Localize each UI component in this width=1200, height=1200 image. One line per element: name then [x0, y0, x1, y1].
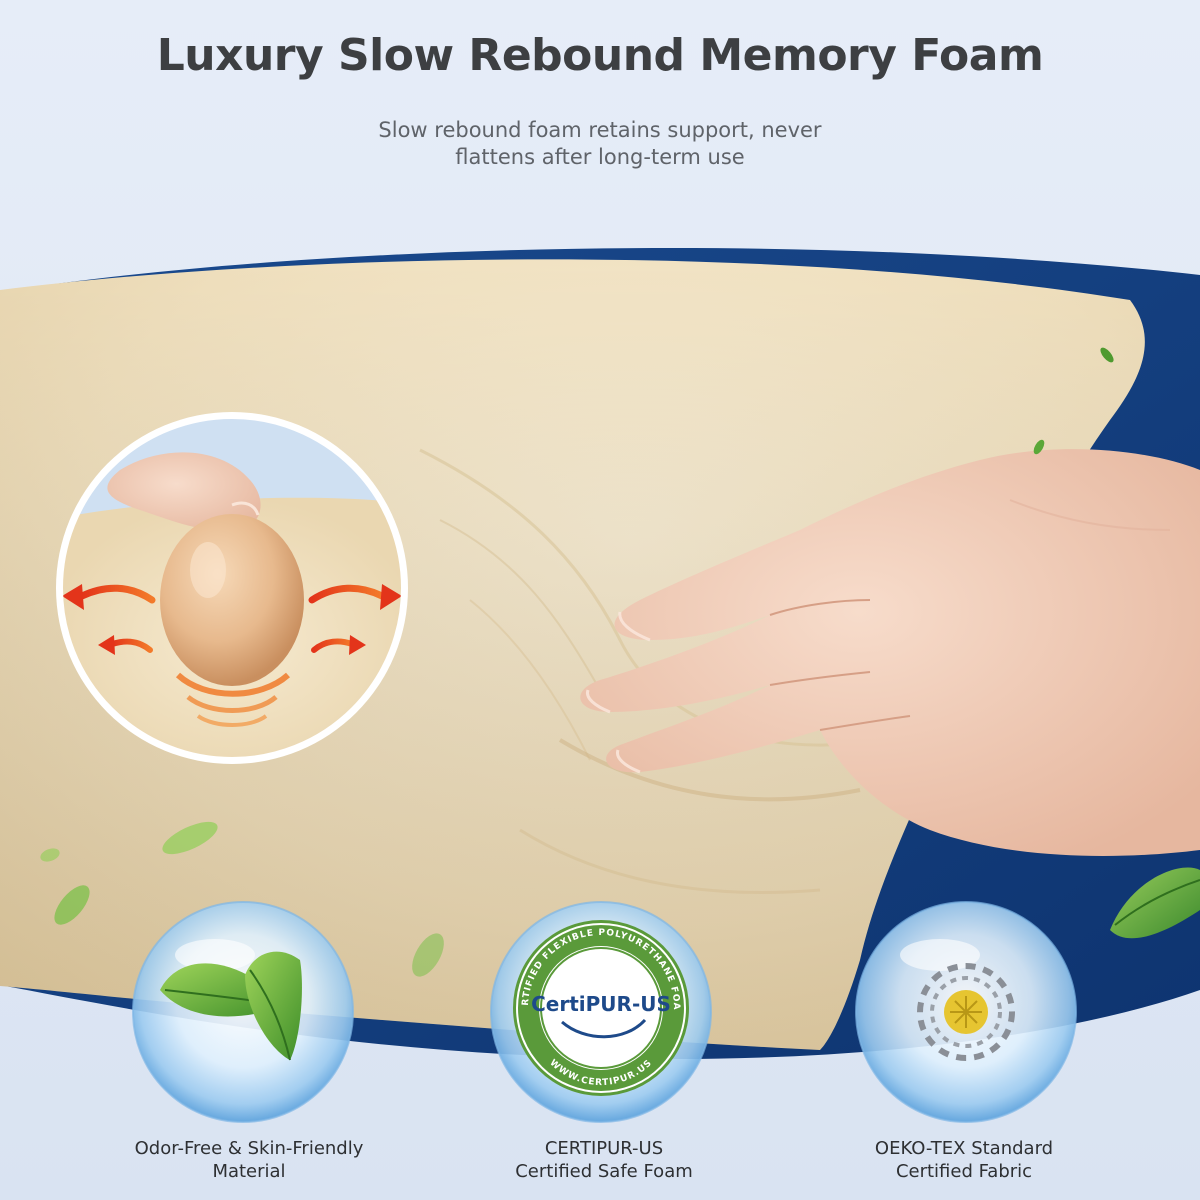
hand-pressing-icon	[580, 449, 1200, 856]
badge-label-line-2: Certified Fabric	[895, 1161, 1033, 1182]
leaf-icon	[160, 951, 302, 1061]
oeko-tex-badge	[855, 901, 1077, 1123]
badge-label-certipur: CERTIPUR-US Certified Safe Foam	[444, 1137, 764, 1183]
badge-label-line-1: CERTIPUR-US	[544, 1138, 664, 1159]
badge-label-line-2: Certified Safe Foam	[515, 1161, 693, 1182]
page-subtitle-line-2: flattens after long-term use	[455, 145, 745, 169]
svg-text:CertiPUR-US: CertiPUR-US	[531, 992, 671, 1016]
leaf-icon	[40, 347, 1200, 977]
certipur-brand-left: Certi	[531, 992, 586, 1016]
badge-label-line-1: OEKO-TEX Standard	[874, 1138, 1054, 1159]
egg-on-foam-icon	[56, 412, 408, 764]
page-subtitle-line-1: Slow rebound foam retains support, never	[378, 118, 822, 142]
certipur-brand-right: PUR-US	[586, 992, 671, 1016]
badge-label-oeko-tex: OEKO-TEX Standard Certified Fabric	[804, 1137, 1124, 1183]
badge-label-line-1: Odor-Free & Skin-Friendly	[134, 1138, 364, 1159]
badge-label-odor-free: Odor-Free & Skin-Friendly Material	[89, 1137, 409, 1183]
oeko-tex-icon	[917, 963, 1015, 1061]
odor-free-badge	[132, 901, 354, 1123]
page-title: Luxury Slow Rebound Memory Foam	[156, 30, 1044, 81]
badge-label-line-2: Material	[212, 1161, 286, 1182]
